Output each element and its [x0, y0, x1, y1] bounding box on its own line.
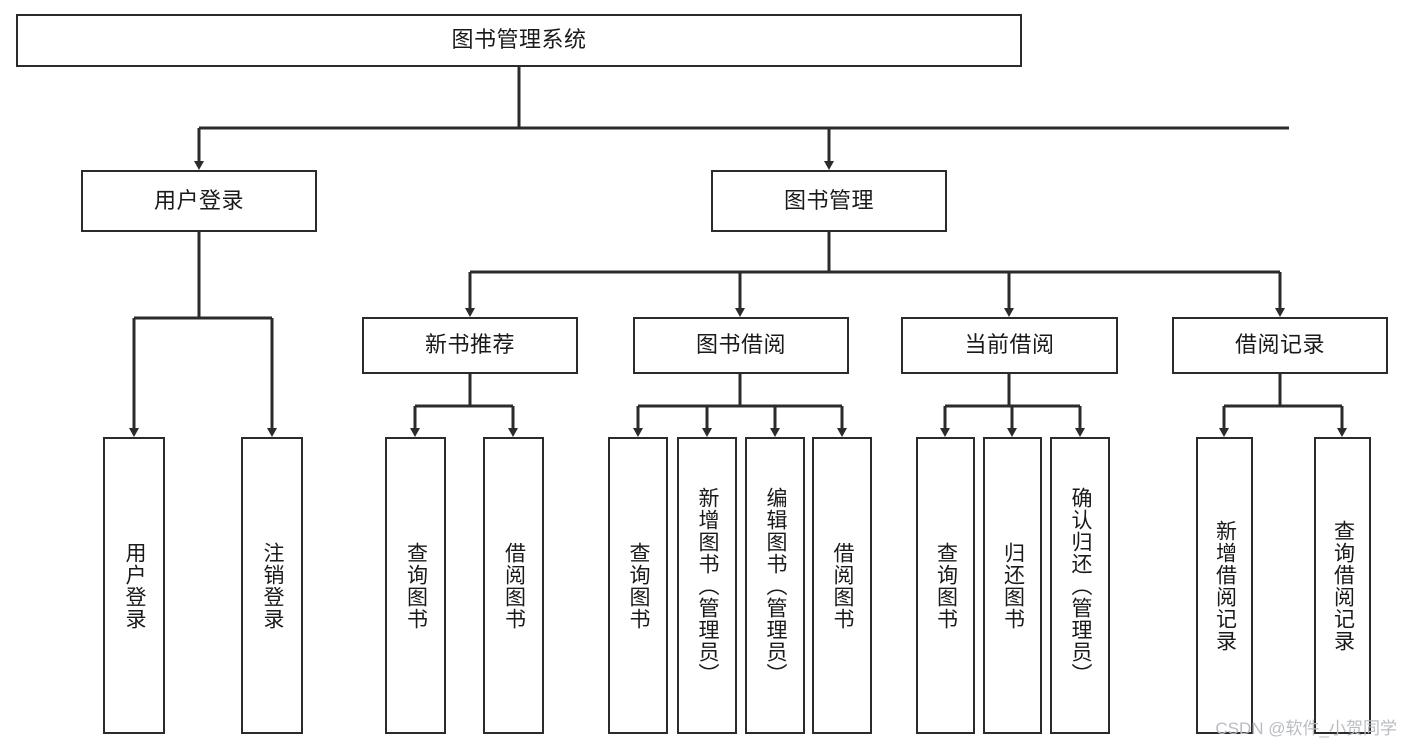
node-book-manage-label: 图书管理 [783, 187, 874, 213]
node-leaf-edit-book[interactable]: 编辑图书（管理员） [745, 437, 805, 734]
node-leaf-logout[interactable]: 注销登录 [241, 437, 303, 734]
node-leaf-add-book[interactable]: 新增图书（管理员） [677, 437, 737, 734]
node-leaf-add-record-label: 新增借阅记录 [1213, 519, 1237, 652]
node-book-borrow[interactable]: 图书借阅 [633, 317, 849, 374]
node-user-login-label: 用户登录 [153, 187, 244, 213]
node-leaf-edit-book-label: 编辑图书（管理员） [764, 486, 788, 685]
node-leaf-query-book-3[interactable]: 查询图书 [916, 437, 975, 734]
node-root-label: 图书管理系统 [451, 27, 587, 53]
node-book-borrow-label: 图书借阅 [695, 332, 786, 358]
node-leaf-confirm-return[interactable]: 确认归还（管理员） [1050, 437, 1110, 734]
node-leaf-query-book-2-label: 查询图书 [627, 541, 651, 630]
node-leaf-add-record[interactable]: 新增借阅记录 [1196, 437, 1253, 734]
node-leaf-query-book-2[interactable]: 查询图书 [608, 437, 668, 734]
node-current-borrow-label: 当前借阅 [964, 332, 1055, 358]
node-leaf-add-book-label: 新增图书（管理员） [696, 486, 720, 685]
node-leaf-user-login-label: 用户登录 [123, 541, 147, 630]
node-leaf-user-login[interactable]: 用户登录 [103, 437, 165, 734]
node-leaf-borrow-book-1[interactable]: 借阅图书 [483, 437, 544, 734]
node-leaf-query-book-3-label: 查询图书 [934, 541, 958, 630]
node-new-book-rec[interactable]: 新书推荐 [362, 317, 578, 374]
node-borrow-record[interactable]: 借阅记录 [1172, 317, 1388, 374]
node-new-book-rec-label: 新书推荐 [424, 332, 515, 358]
node-leaf-query-book-1[interactable]: 查询图书 [385, 437, 446, 734]
node-user-login[interactable]: 用户登录 [81, 170, 317, 232]
node-leaf-query-record-label: 查询借阅记录 [1331, 519, 1355, 652]
node-leaf-borrow-book-1-label: 借阅图书 [502, 541, 526, 630]
node-leaf-query-book-1-label: 查询图书 [404, 541, 428, 630]
node-leaf-borrow-book-2-label: 借阅图书 [831, 541, 855, 630]
node-leaf-query-record[interactable]: 查询借阅记录 [1314, 437, 1371, 734]
node-borrow-record-label: 借阅记录 [1234, 332, 1325, 358]
node-leaf-return-book-label: 归还图书 [1001, 541, 1025, 630]
node-leaf-confirm-return-label: 确认归还（管理员） [1069, 486, 1093, 685]
node-leaf-logout-label: 注销登录 [261, 541, 285, 630]
node-book-manage[interactable]: 图书管理 [711, 170, 947, 232]
node-leaf-return-book[interactable]: 归还图书 [983, 437, 1042, 734]
watermark-text: CSDN @软件_小贺同学 [1215, 719, 1397, 738]
node-leaf-borrow-book-2[interactable]: 借阅图书 [812, 437, 872, 734]
node-current-borrow[interactable]: 当前借阅 [901, 317, 1118, 374]
node-root[interactable]: 图书管理系统 [16, 14, 1022, 67]
